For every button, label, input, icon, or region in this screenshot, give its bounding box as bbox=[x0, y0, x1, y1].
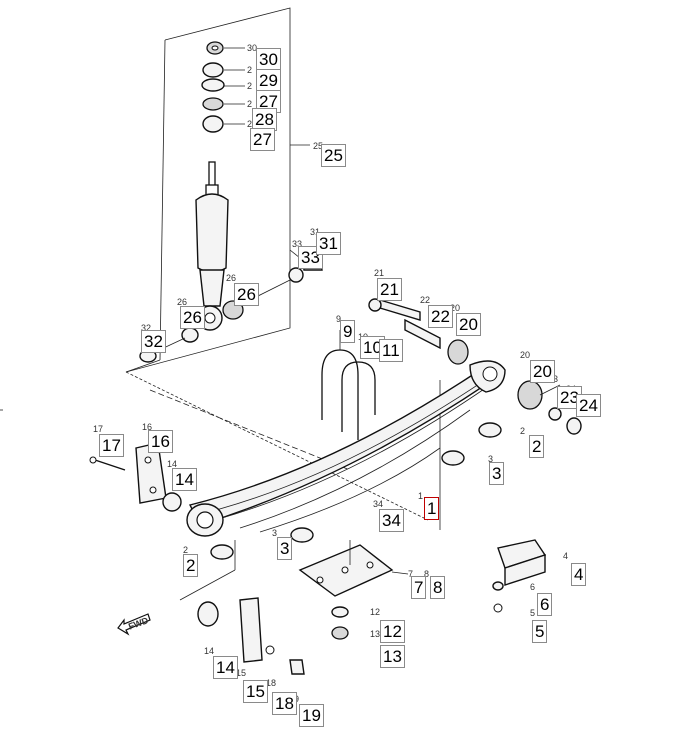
bottom-nuts bbox=[331, 606, 349, 640]
svg-text:4: 4 bbox=[563, 551, 568, 561]
svg-text:2: 2 bbox=[247, 99, 252, 109]
svg-text:8: 8 bbox=[424, 569, 429, 579]
callout-1[interactable]: 1 bbox=[424, 497, 440, 520]
callout-14-lower[interactable]: 14 bbox=[213, 656, 238, 679]
callout-16[interactable]: 16 bbox=[148, 430, 173, 453]
svg-text:26: 26 bbox=[226, 273, 236, 283]
callout-2-left[interactable]: 2 bbox=[183, 554, 199, 577]
svg-text:9: 9 bbox=[336, 314, 341, 324]
fwd-text: FWD bbox=[127, 615, 150, 632]
callout-12[interactable]: 12 bbox=[380, 620, 405, 643]
callout-31[interactable]: 31 bbox=[316, 232, 341, 255]
callout-18[interactable]: 18 bbox=[272, 692, 297, 715]
svg-text:21: 21 bbox=[374, 268, 384, 278]
svg-text:7: 7 bbox=[408, 569, 413, 579]
callout-5[interactable]: 5 bbox=[532, 620, 548, 643]
fwd-arrow: FWD bbox=[117, 613, 151, 636]
svg-text:25: 25 bbox=[313, 141, 323, 151]
svg-text:3: 3 bbox=[488, 454, 493, 464]
svg-text:17: 17 bbox=[93, 424, 103, 434]
callout-4[interactable]: 4 bbox=[571, 563, 587, 586]
svg-text:2: 2 bbox=[183, 545, 188, 555]
callout-19[interactable]: 19 bbox=[299, 704, 324, 727]
callout-21[interactable]: 21 bbox=[377, 278, 402, 301]
svg-text:13: 13 bbox=[370, 629, 380, 639]
svg-text:12: 12 bbox=[370, 607, 380, 617]
svg-text:20: 20 bbox=[520, 350, 530, 360]
front-hanger-parts bbox=[89, 442, 305, 675]
callout-15[interactable]: 15 bbox=[243, 680, 268, 703]
callout-6[interactable]: 6 bbox=[537, 593, 553, 616]
svg-text:14: 14 bbox=[204, 646, 214, 656]
callout-3-right[interactable]: 3 bbox=[489, 462, 505, 485]
callout-29[interactable]: 29 bbox=[256, 69, 281, 92]
svg-text:18: 18 bbox=[266, 678, 276, 688]
svg-text:2: 2 bbox=[247, 65, 252, 75]
svg-text:3: 3 bbox=[272, 528, 277, 538]
callout-30[interactable]: 30 bbox=[256, 48, 281, 71]
shock-group-outline bbox=[125, 7, 310, 373]
callout-17[interactable]: 17 bbox=[99, 434, 124, 457]
callout-3-left[interactable]: 3 bbox=[277, 537, 293, 560]
callout-27[interactable]: 27 bbox=[256, 90, 281, 113]
svg-text:34: 34 bbox=[373, 499, 383, 509]
callout-14-upper[interactable]: 14 bbox=[172, 468, 197, 491]
callout-13[interactable]: 13 bbox=[380, 645, 405, 668]
callout-26-upper[interactable]: 26 bbox=[234, 283, 259, 306]
svg-text:2: 2 bbox=[247, 81, 252, 91]
callout-7[interactable]: 7 bbox=[411, 576, 427, 599]
callout-34[interactable]: 34 bbox=[379, 509, 404, 532]
callout-20-lower[interactable]: 20 bbox=[530, 360, 555, 383]
svg-text:31: 31 bbox=[310, 227, 320, 237]
svg-text:6: 6 bbox=[530, 582, 535, 592]
callout-24[interactable]: 24 bbox=[576, 394, 601, 417]
callout-26-lower[interactable]: 26 bbox=[180, 306, 205, 329]
svg-text:2: 2 bbox=[247, 119, 252, 129]
svg-text:30: 30 bbox=[247, 43, 257, 53]
rear-shackle-parts bbox=[368, 298, 582, 435]
callout-27-lower[interactable]: 27 bbox=[250, 128, 275, 151]
callout-32[interactable]: 32 bbox=[141, 330, 166, 353]
svg-text:15: 15 bbox=[236, 668, 246, 678]
callout-22[interactable]: 22 bbox=[428, 305, 453, 328]
leaf-spring bbox=[186, 360, 506, 537]
callout-20-upper[interactable]: 20 bbox=[456, 313, 481, 336]
callout-9[interactable]: 9 bbox=[340, 320, 356, 343]
svg-text:2: 2 bbox=[520, 426, 525, 436]
callout-11[interactable]: 11 bbox=[379, 339, 403, 362]
callout-2-right[interactable]: 2 bbox=[529, 435, 545, 458]
svg-text:16: 16 bbox=[142, 422, 152, 432]
bump-stop bbox=[492, 539, 547, 613]
spring-pads bbox=[210, 422, 502, 560]
shock-top-hardware bbox=[201, 41, 245, 133]
svg-text:26: 26 bbox=[177, 297, 187, 307]
svg-text:1: 1 bbox=[418, 491, 423, 501]
svg-text:33: 33 bbox=[292, 239, 302, 249]
svg-text:5: 5 bbox=[530, 608, 535, 618]
callout-10[interactable]: 10 bbox=[360, 336, 385, 359]
callout-25[interactable]: 25 bbox=[321, 144, 346, 167]
svg-text:22: 22 bbox=[420, 295, 430, 305]
svg-text:20: 20 bbox=[450, 303, 460, 313]
spring-seat-plate bbox=[298, 540, 409, 597]
svg-text:14: 14 bbox=[167, 459, 177, 469]
svg-text:32: 32 bbox=[141, 323, 151, 333]
callout-8[interactable]: 8 bbox=[430, 576, 446, 599]
